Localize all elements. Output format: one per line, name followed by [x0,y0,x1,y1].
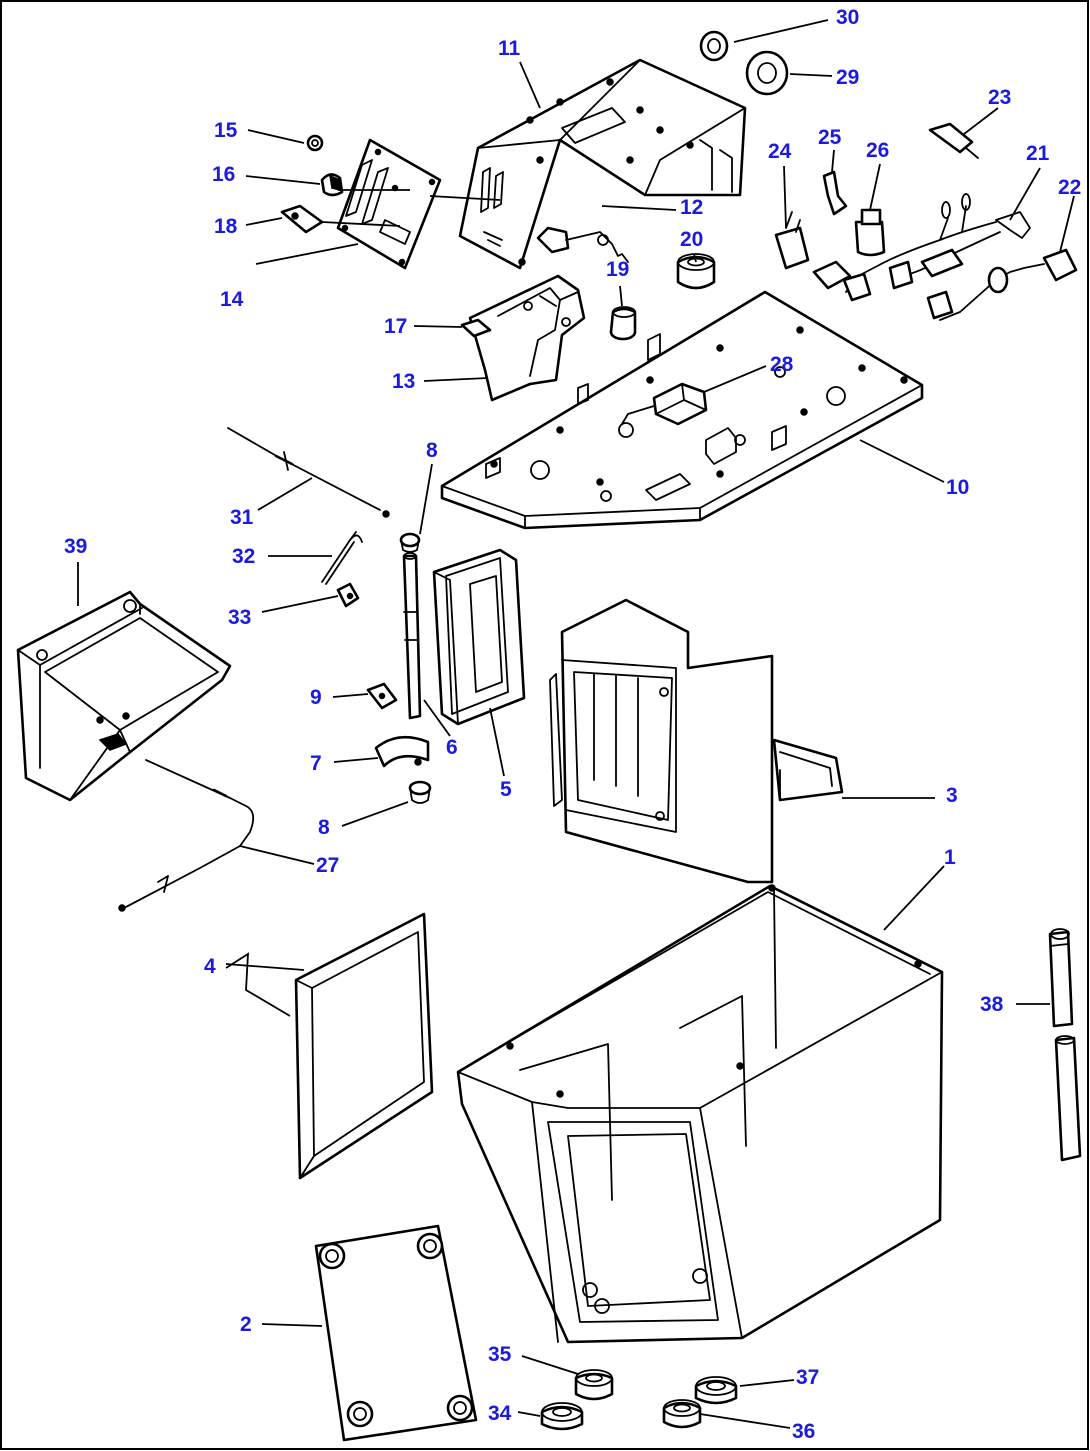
callout-27: 27 [316,854,339,877]
part-12-key-switch [536,226,629,263]
callout-34: 34 [488,1402,512,1425]
callout-35: 35 [488,1343,512,1366]
leader-lines [77,19,1075,1429]
callout-17: 17 [384,315,407,338]
part-4-frame [294,912,434,1180]
callout-7: 7 [310,752,322,775]
callout-8-top: 8 [426,439,438,462]
part-23-sensor [928,122,979,159]
part-37-grommet [694,1376,738,1405]
callout-37: 37 [796,1366,819,1389]
callout-29: 29 [836,66,859,89]
part-15-bulb [306,134,324,152]
callout-3: 3 [946,784,958,807]
callout-9: 9 [310,686,322,709]
part-29-grommet [745,50,789,96]
callout-13: 13 [392,370,415,393]
part-25-terminal [822,170,848,216]
callout-14: 14 [220,288,244,311]
callout-15: 15 [214,119,238,142]
part-9-bracket [366,682,398,710]
part-17-clip [460,318,492,338]
callout-31: 31 [230,506,254,529]
part-21-wire-harness [812,193,1031,302]
callout-16: 16 [212,163,235,186]
part-39-heater-box [16,590,232,802]
callout-10: 10 [946,476,969,499]
part-3-duct-housing [549,598,844,884]
callout-2: 2 [240,1313,252,1336]
callout-36: 36 [792,1420,815,1443]
part-31-cable [227,427,390,518]
callout-39: 39 [64,535,87,558]
part-26-connector [854,208,886,257]
part-19-grommet [609,306,637,341]
part-8-grommet-bottom [408,780,432,804]
callout-23: 23 [988,86,1011,109]
part-33-clamp [336,582,360,608]
callout-33: 33 [228,606,251,629]
callout-12: 12 [680,196,703,219]
part-20-grommet [676,253,716,290]
callout-11: 11 [498,37,521,60]
part-2-cover-plate [314,1224,478,1442]
callout-5: 5 [500,778,512,801]
callout-25: 25 [818,126,842,149]
callout-22: 22 [1058,176,1081,199]
part-11-console-cover [458,58,747,270]
part-34-grommet [540,1402,584,1431]
part-36-grommet [662,1399,702,1429]
callout-32: 32 [232,545,255,568]
part-28-solenoid [621,382,708,426]
part-6-shaft [402,552,422,720]
callout-8-bottom: 8 [318,816,330,839]
callout-26: 26 [866,139,889,162]
callout-1: 1 [944,846,956,869]
callout-24: 24 [768,140,792,163]
callout-labels: 30 11 29 23 15 25 24 26 21 16 22 12 18 2… [64,6,1081,1443]
callout-21: 21 [1026,142,1050,165]
part-16-knob [320,173,344,197]
callout-4: 4 [204,955,216,978]
part-38-stud [1048,928,1082,1162]
part-35-grommet [574,1369,614,1401]
callout-6: 6 [446,736,458,759]
part-8-grommet-top [399,532,421,553]
part-27-control-cable [118,759,255,912]
part-22-wire-harness [926,248,1078,321]
callout-19: 19 [606,258,629,281]
callout-38: 38 [980,993,1004,1016]
part-14-switch-plate [336,138,442,270]
callout-30: 30 [836,6,859,29]
part-1-main-housing [456,884,944,1344]
callout-28: 28 [770,353,794,376]
part-5-filter-frame [432,548,526,726]
part-7-clamp [374,735,430,768]
part-32-rod [321,531,363,585]
part-18-switch [280,204,324,234]
part-30-grommet [699,30,729,62]
callout-18: 18 [214,215,238,238]
callout-20: 20 [680,228,703,251]
part-13-bracket [468,274,586,402]
part-24-relay [774,211,810,270]
